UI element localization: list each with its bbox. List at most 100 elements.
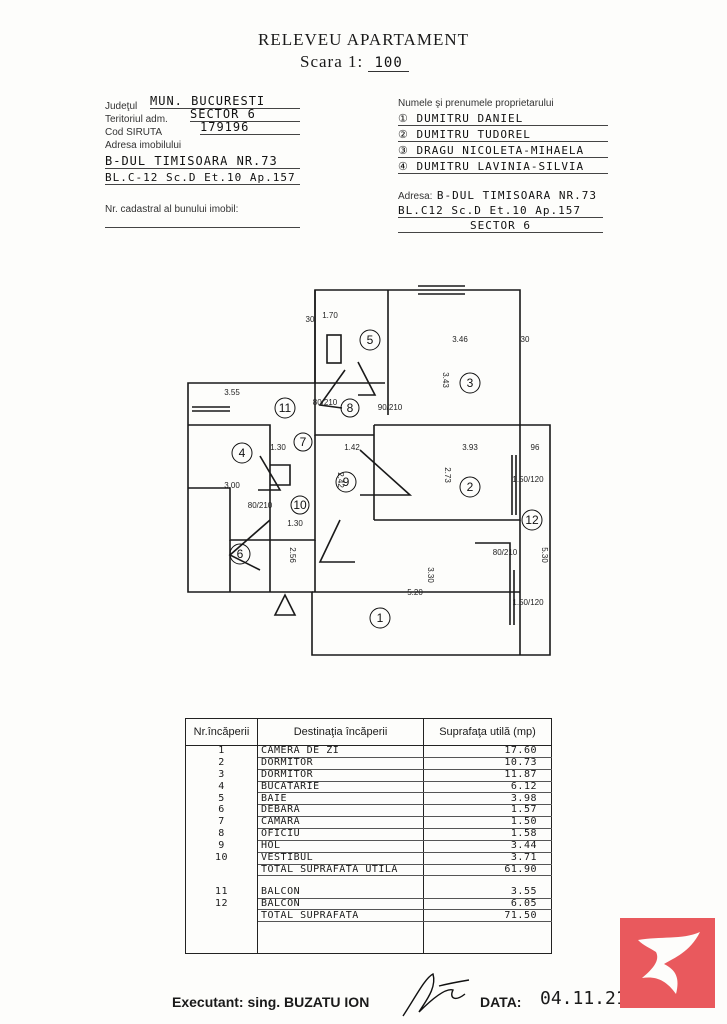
cell-nr: 8 [185, 828, 258, 841]
owners-block: Numele şi prenumele proprietarului ① DUM… [398, 98, 613, 233]
header-suprafata: Suprafaţa utilă (mp) [423, 718, 552, 746]
cell-area: 3.71 [423, 852, 552, 865]
document-title: RELEVEU APARTAMENT [258, 30, 469, 49]
cell-dest: OFICIU [257, 828, 424, 841]
dim-30-left: 30 [306, 315, 315, 324]
room-7: 7 [300, 435, 307, 449]
owner-adresa-label: Adresa: [398, 191, 433, 202]
total-label: TOTAL SUPRAFATA [257, 910, 424, 923]
signature [402, 972, 470, 1017]
table-filler [185, 921, 552, 954]
cell-area: 6.12 [423, 781, 552, 794]
owner-1: ① DUMITRU DANIEL [398, 112, 608, 126]
owner-adresa-line2: BL.C12 Sc.D Et.10 Ap.157 [398, 204, 603, 218]
teritoriu-label: Teritoriul adm. [105, 114, 168, 125]
total-util-label: TOTAL SUPRAFATA UTILA [257, 864, 424, 877]
dim-355: 3.55 [224, 388, 240, 397]
cell-nr: 4 [185, 781, 258, 793]
dim-273: 2.73 [443, 467, 452, 483]
dim-256: 2.56 [288, 547, 297, 563]
header-nr: Nr.încăperii [185, 718, 258, 746]
cell-nr: 1 [185, 745, 258, 758]
owners-label: Numele şi prenumele proprietarului [398, 98, 554, 109]
cell-area: 1.58 [423, 828, 552, 841]
cell-nr [185, 909, 258, 922]
cell-nr: 10 [185, 852, 258, 865]
date-value: 04.11.21 [540, 988, 627, 1009]
teritoriu-value: SECTOR 6 [190, 107, 300, 122]
cell-nr: 5 [185, 793, 258, 805]
cell-nr: 2 [185, 757, 258, 770]
dim-30-right: 30 [521, 335, 530, 344]
cell-area: 11.87 [423, 769, 552, 782]
owner-3: ③ DRAGU NICOLETA-MIHAELA [398, 144, 608, 158]
total-util-value: 61.90 [423, 864, 552, 877]
cell-dest: DORMITOR [257, 757, 424, 770]
cell-empty [185, 875, 258, 887]
dim-346: 3.46 [452, 335, 468, 344]
room-11: 11 [279, 401, 292, 415]
cell-empty [257, 921, 424, 954]
cell-nr: 12 [185, 898, 258, 910]
adresa-imobil-line1: B-DUL TIMISOARA NR.73 [105, 154, 300, 169]
dim-343: 3.43 [441, 372, 450, 388]
cell-empty [423, 875, 552, 887]
cell-area: 3.98 [423, 793, 552, 806]
date-label: DATA: [480, 994, 522, 1010]
win-150-120-bot: 1.50/120 [512, 598, 544, 607]
door-80-210-left: 80/210 [248, 501, 273, 510]
cadastral-line [105, 227, 300, 228]
cell-nr: 11 [185, 886, 258, 899]
cell-area: 3.44 [423, 840, 552, 853]
header-destinatie: Destinaţia încăperii [257, 718, 424, 746]
adresa-imobil-line2: BL.C-12 Sc.D Et.10 Ap.157 [105, 171, 300, 185]
cell-dest: CAMERA DE ZI [257, 745, 424, 758]
cell-dest: BALCON [257, 898, 424, 911]
cell-dest: CAMARA [257, 817, 424, 830]
dim-300: 3.00 [224, 481, 240, 490]
dim-130: 1.30 [270, 443, 286, 452]
table-header-row: Nr.încăperii Destinaţia încăperii Supraf… [185, 718, 552, 746]
scale-label: Scara 1: [300, 52, 364, 71]
cell-area: 3.55 [423, 886, 552, 899]
table-spacer [185, 875, 552, 887]
dim-142: 1.42 [344, 443, 360, 452]
scale-line: Scara 1: 100 [300, 52, 440, 72]
owner-adresa-line3: SECTOR 6 [398, 219, 603, 233]
room-5: 5 [367, 333, 374, 347]
win-150-120-top: 1.50/120 [512, 475, 544, 484]
siruta-value: 179196 [200, 120, 300, 135]
cell-dest: BALCON [257, 886, 424, 899]
cell-area: 10.73 [423, 757, 552, 770]
door-90-210: 90/210 [378, 403, 403, 412]
cell-dest: HOL [257, 840, 424, 853]
executant: Executant: sing. BUZATU ION [172, 994, 370, 1010]
dim-242: 2.42 [336, 472, 345, 488]
cadastral-label: Nr. cadastral al bunului imobil: [105, 204, 239, 215]
floor-plan: 1.70 3.46 30 30 3.43 3.55 80/210 90/210 … [187, 285, 551, 656]
cell-nr: 3 [185, 769, 258, 782]
room-12: 12 [525, 513, 539, 527]
room-10: 10 [293, 498, 307, 512]
cell-nr: 6 [185, 805, 258, 817]
room-3: 3 [467, 376, 474, 390]
judet-label: Judeţul [105, 101, 138, 112]
room-1: 1 [377, 611, 384, 625]
total-value: 71.50 [423, 910, 552, 923]
cell-empty [185, 921, 258, 954]
scale-value: 100 [368, 55, 409, 72]
room-9: 9 [343, 475, 350, 489]
adresa-imobil-label: Adresa imobilului [105, 140, 182, 151]
cell-area: 17.60 [423, 745, 552, 758]
